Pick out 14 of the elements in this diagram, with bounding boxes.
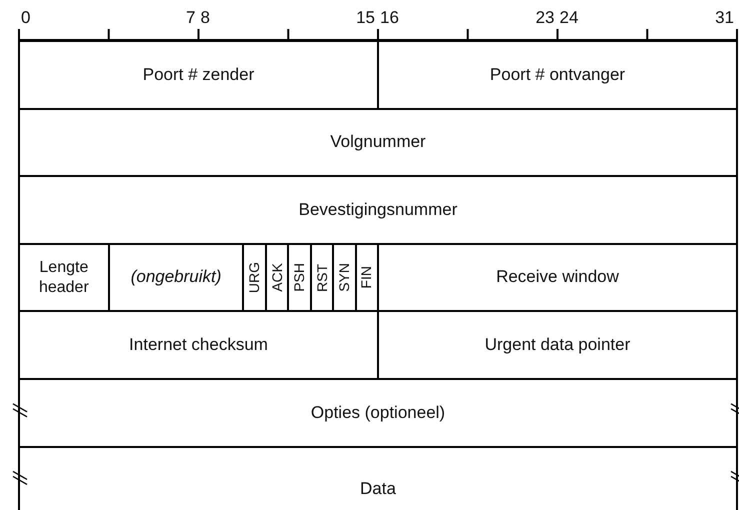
bit-number: 24	[560, 8, 578, 28]
bit-number: 0	[21, 8, 30, 28]
variable-field: Data	[18, 446, 738, 510]
bit-number: 7	[186, 8, 196, 28]
bit-number: 31	[715, 8, 734, 28]
header-field: Poort # ontvanger	[377, 40, 738, 110]
header-field: Poort # zender	[18, 40, 379, 110]
bit-number: 8	[200, 8, 210, 28]
header-field: Volgnummer	[18, 108, 738, 178]
bit-number: 15	[356, 8, 375, 28]
bit-number: 23	[536, 8, 554, 28]
header-field: Bevestigingsnummer	[18, 175, 738, 245]
bit-number: 16	[380, 8, 399, 28]
variable-field: Opties (optioneel)	[18, 378, 738, 448]
